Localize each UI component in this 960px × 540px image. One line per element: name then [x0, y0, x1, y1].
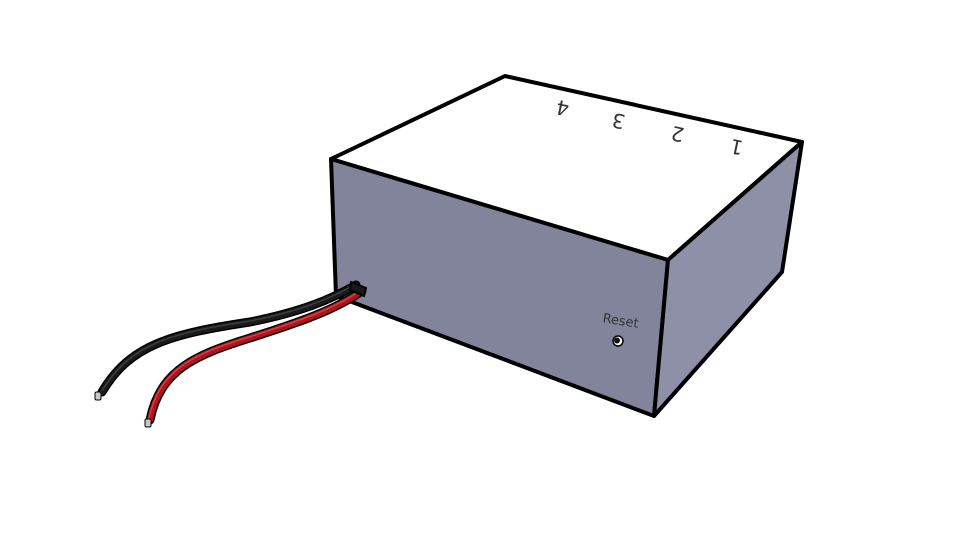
black-wire-tip	[94, 391, 102, 401]
box-side-face	[652, 140, 804, 418]
top-label-4: 4	[554, 95, 571, 121]
top-label-2: 2	[669, 121, 686, 147]
top-label-3: 3	[610, 108, 627, 134]
top-labels: 1 2 3 4	[554, 95, 745, 160]
top-label-1: 1	[728, 134, 745, 160]
reset-hole-icon[interactable]	[612, 335, 624, 347]
cable-entry	[348, 280, 368, 298]
red-wire-tip	[144, 418, 152, 428]
two-wire-cable-icon	[94, 280, 368, 428]
reset-label: Reset	[601, 311, 639, 331]
